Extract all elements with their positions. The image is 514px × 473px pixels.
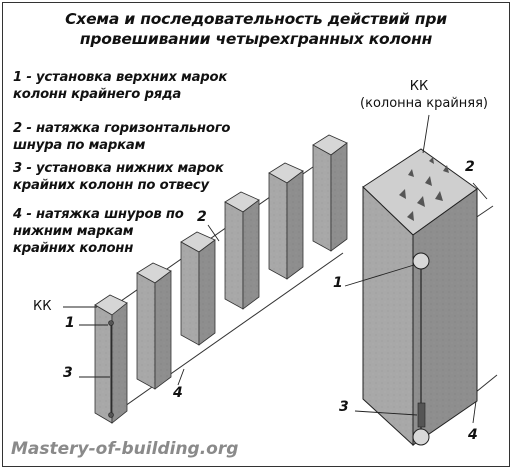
step-3: 3 - установка нижних марок крайних колон…: [13, 160, 224, 194]
step-4: 4 - натяжка шнуров по нижним маркам край…: [13, 206, 184, 257]
watermark: Mastery-of-building.org: [11, 439, 239, 459]
step-3-line-1: 3 - установка нижних марок: [13, 161, 224, 176]
column-4: [224, 191, 260, 310]
step-4-line-2: нижним маркам: [13, 224, 134, 239]
large-marker-1: 1: [333, 275, 343, 291]
diagram-frame: Схема и последовательность действий при …: [2, 2, 510, 467]
step-4-line-3: крайних колонн: [13, 241, 134, 256]
column-6: [312, 134, 348, 252]
large-marker-2: 2: [465, 159, 475, 175]
step-1: 1 - установка верхних марок колонн крайн…: [13, 69, 227, 103]
large-kk-caption: (колонна крайняя): [360, 96, 488, 111]
step-2-line-2: шнура по маркам: [13, 138, 146, 153]
step-1-line-1: 1 - установка верхних марок: [13, 70, 228, 85]
column-row: [94, 134, 348, 424]
large-column: [344, 114, 498, 447]
title-line-2: провешивании четырехгранных колонн: [79, 30, 433, 48]
step-2-line-1: 2 - натяжка горизонтального: [13, 121, 231, 136]
small-view-leaders: [63, 224, 220, 386]
column-2: [136, 262, 172, 390]
large-kk-label: КК: [409, 79, 429, 94]
small-marker-2: 2: [197, 209, 207, 225]
step-1-line-2: колонн крайнего ряда: [13, 87, 182, 102]
large-marker-3: 3: [339, 399, 349, 415]
top-face-marks: [399, 157, 449, 221]
large-marker-4: 4: [468, 427, 478, 443]
title-line-1: Схема и последовательность действий при: [65, 10, 447, 28]
step-4-line-1: 4 - натяжка шнуров по: [13, 207, 184, 222]
column-1-edge: [94, 294, 128, 424]
diagram-scene: [63, 114, 498, 447]
small-kk-label: КК: [33, 299, 52, 314]
column-3: [180, 231, 216, 346]
small-marker-3: 3: [63, 365, 73, 381]
small-marker-1: 1: [65, 315, 75, 331]
column-5: [268, 162, 304, 280]
step-3-line-2: крайних колонн по отвесу: [13, 178, 209, 193]
small-marker-4: 4: [173, 385, 183, 401]
step-2: 2 - натяжка горизонтального шнура по мар…: [13, 120, 230, 154]
